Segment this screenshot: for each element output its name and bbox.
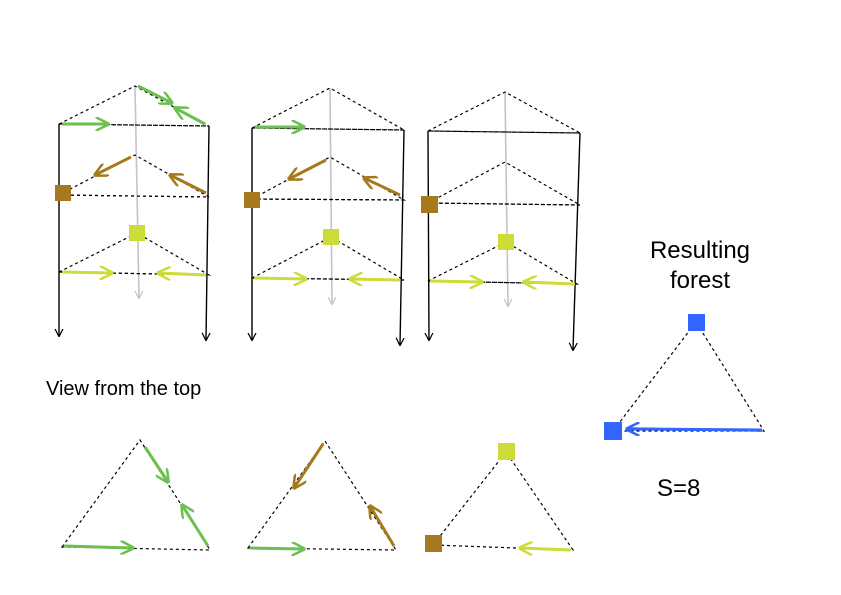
stack-3-yellow-arrow-front-left xyxy=(429,281,482,282)
top-view-2-brown-arrow-right xyxy=(370,506,396,547)
stack-1-brown-arrow-right xyxy=(170,175,207,195)
top-view-2 xyxy=(246,439,398,551)
view-from-top-label: View from the top xyxy=(46,378,202,400)
top-view-3-yellow-arrow-bottom xyxy=(520,548,572,550)
stack-1-axis-right xyxy=(206,125,209,340)
stack-2-brown-node xyxy=(244,192,260,208)
stack-1-axis-center xyxy=(134,85,139,298)
resulting-forest xyxy=(604,314,766,440)
top-view-3-yellow-node xyxy=(498,443,515,460)
top-view-3-brown-node xyxy=(425,535,442,552)
top-view-1-green-arrow-bottom xyxy=(63,546,133,548)
resulting-forest-label-line2: forest xyxy=(669,267,731,294)
stack-1-yellow-node xyxy=(129,225,145,241)
stack-3-layer-top xyxy=(427,91,581,134)
stack-1-layer-mid xyxy=(58,154,210,198)
stack-3-yellow-arrow-front-right xyxy=(524,282,576,284)
stack-2 xyxy=(244,87,407,345)
stack-3-axis-right xyxy=(573,132,581,350)
stack-3-layer-mid xyxy=(427,161,583,206)
stack-2-layer-bottom xyxy=(251,236,407,281)
stack-3-yellow-node xyxy=(498,234,514,250)
stack-1-layer-bottom xyxy=(58,232,212,276)
stack-1-green-arrow-right-rev xyxy=(175,108,206,126)
stack-2-yellow-arrow-front-left xyxy=(253,278,306,279)
stack-1-brown-arrow-left xyxy=(95,155,132,175)
stack-2-yellow-arrow-front-right xyxy=(350,279,401,280)
resulting-forest-blue-arrow xyxy=(627,429,763,430)
resulting-forest-label: Resulting forest xyxy=(640,236,760,296)
stack-2-yellow-node xyxy=(323,229,339,245)
top-view-2-brown-arrow-left xyxy=(294,443,325,488)
stack-3-axis-left xyxy=(428,130,429,340)
stack-2-axis-right xyxy=(400,129,405,345)
top-view-1-green-arrow-right-upper xyxy=(143,446,168,482)
score-label: S=8 xyxy=(657,475,701,502)
stack-2-brown-arrow-right xyxy=(364,178,401,197)
top-view-1-green-arrow-right-lower xyxy=(182,505,210,547)
stack-3-layer-top-back xyxy=(427,130,581,134)
stack-3-axis-center xyxy=(505,91,508,306)
stack-2-brown-arrow-left xyxy=(289,158,327,179)
top-view-2-triangle xyxy=(246,439,398,551)
top-view-2-green-arrow-bottom xyxy=(249,548,304,549)
stack-3-layer-mid-back xyxy=(427,202,581,206)
stack-2-layer-mid xyxy=(251,156,407,201)
resulting-forest-blue-node-left xyxy=(604,422,622,440)
top-view-1 xyxy=(60,438,212,551)
resulting-forest-label-line1: Resulting xyxy=(649,237,751,264)
stack-3-brown-node xyxy=(421,196,438,213)
stack-1-layer-mid-back xyxy=(58,194,210,198)
stack-3 xyxy=(421,91,583,350)
stack-2-layer-mid-back xyxy=(251,198,405,201)
stack-1-yellow-arrow-front-right xyxy=(158,273,207,275)
stack-1-yellow-arrow-front-left xyxy=(61,272,112,273)
stack-2-layer-top xyxy=(251,87,405,131)
top-view-1-triangle xyxy=(60,438,212,551)
stack-3-layer-bottom xyxy=(427,241,580,285)
resulting-forest-triangle xyxy=(611,320,766,432)
stack-1 xyxy=(55,84,212,340)
top-view-3 xyxy=(425,443,575,552)
top-view-3-triangle xyxy=(431,450,575,551)
stack-2-axis-center xyxy=(330,87,332,304)
stack-1-layer-top xyxy=(58,85,210,127)
resulting-forest-blue-node-top xyxy=(688,314,705,331)
stack-1-green-arrow-right xyxy=(137,84,172,103)
stack-1-brown-node xyxy=(55,185,71,201)
